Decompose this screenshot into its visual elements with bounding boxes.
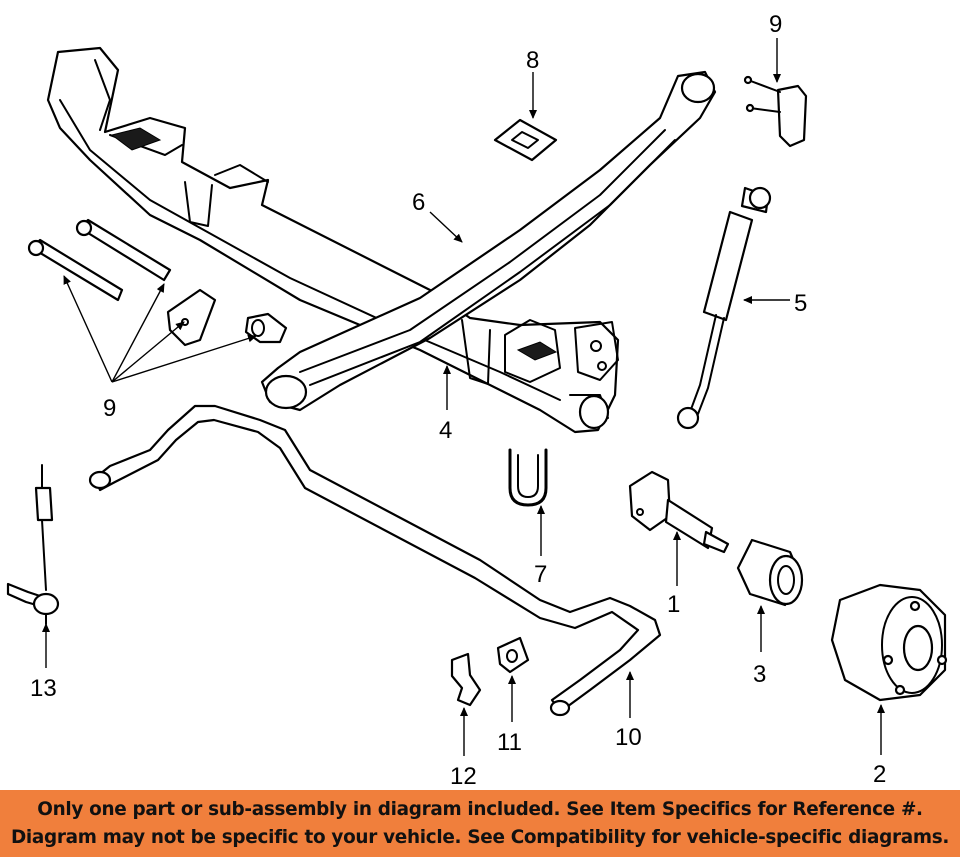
wheel-hub [830, 583, 948, 702]
bushing [496, 636, 530, 674]
leaf-spring [260, 70, 717, 412]
wheel-bearing [736, 538, 804, 607]
axle-beam [46, 46, 620, 434]
shock-absorber [676, 186, 772, 430]
callout-2: 2 [873, 761, 886, 788]
stabilizer-bar [88, 404, 662, 717]
shackle [743, 75, 808, 148]
callout-9-hardware: 9 [103, 395, 116, 422]
callout-5: 5 [794, 290, 807, 317]
mounting-hardware [27, 218, 288, 347]
callout-9-shackle: 9 [769, 11, 782, 38]
rear-suspension-diagram: 1 2 3 4 5 6 7 8 9 9 10 11 12 13 [6, 11, 948, 790]
callout-10: 10 [615, 724, 642, 751]
disclaimer-line-2: Diagram may not be specific to your vehi… [10, 827, 950, 848]
callout-3: 3 [753, 661, 766, 688]
disclaimer-banner: Only one part or sub-assembly in diagram… [0, 790, 960, 857]
callout-labels: 1 2 3 4 5 6 7 8 9 9 10 11 12 13 [30, 11, 886, 790]
spindle [628, 470, 730, 554]
callout-4: 4 [439, 417, 452, 444]
disclaimer-line-1: Only one part or sub-assembly in diagram… [37, 799, 923, 820]
callout-12: 12 [450, 763, 477, 790]
callout-8: 8 [526, 47, 539, 74]
callout-13: 13 [30, 675, 57, 702]
stabilizer-link [6, 464, 60, 625]
callout-11: 11 [497, 729, 522, 756]
spring-plate [493, 118, 558, 162]
callout-1: 1 [667, 591, 680, 618]
leader-lines [42, 38, 885, 756]
callout-7: 7 [534, 561, 547, 588]
u-bolt [508, 448, 548, 507]
callout-6: 6 [412, 189, 425, 216]
bracket-clamp [450, 652, 482, 707]
